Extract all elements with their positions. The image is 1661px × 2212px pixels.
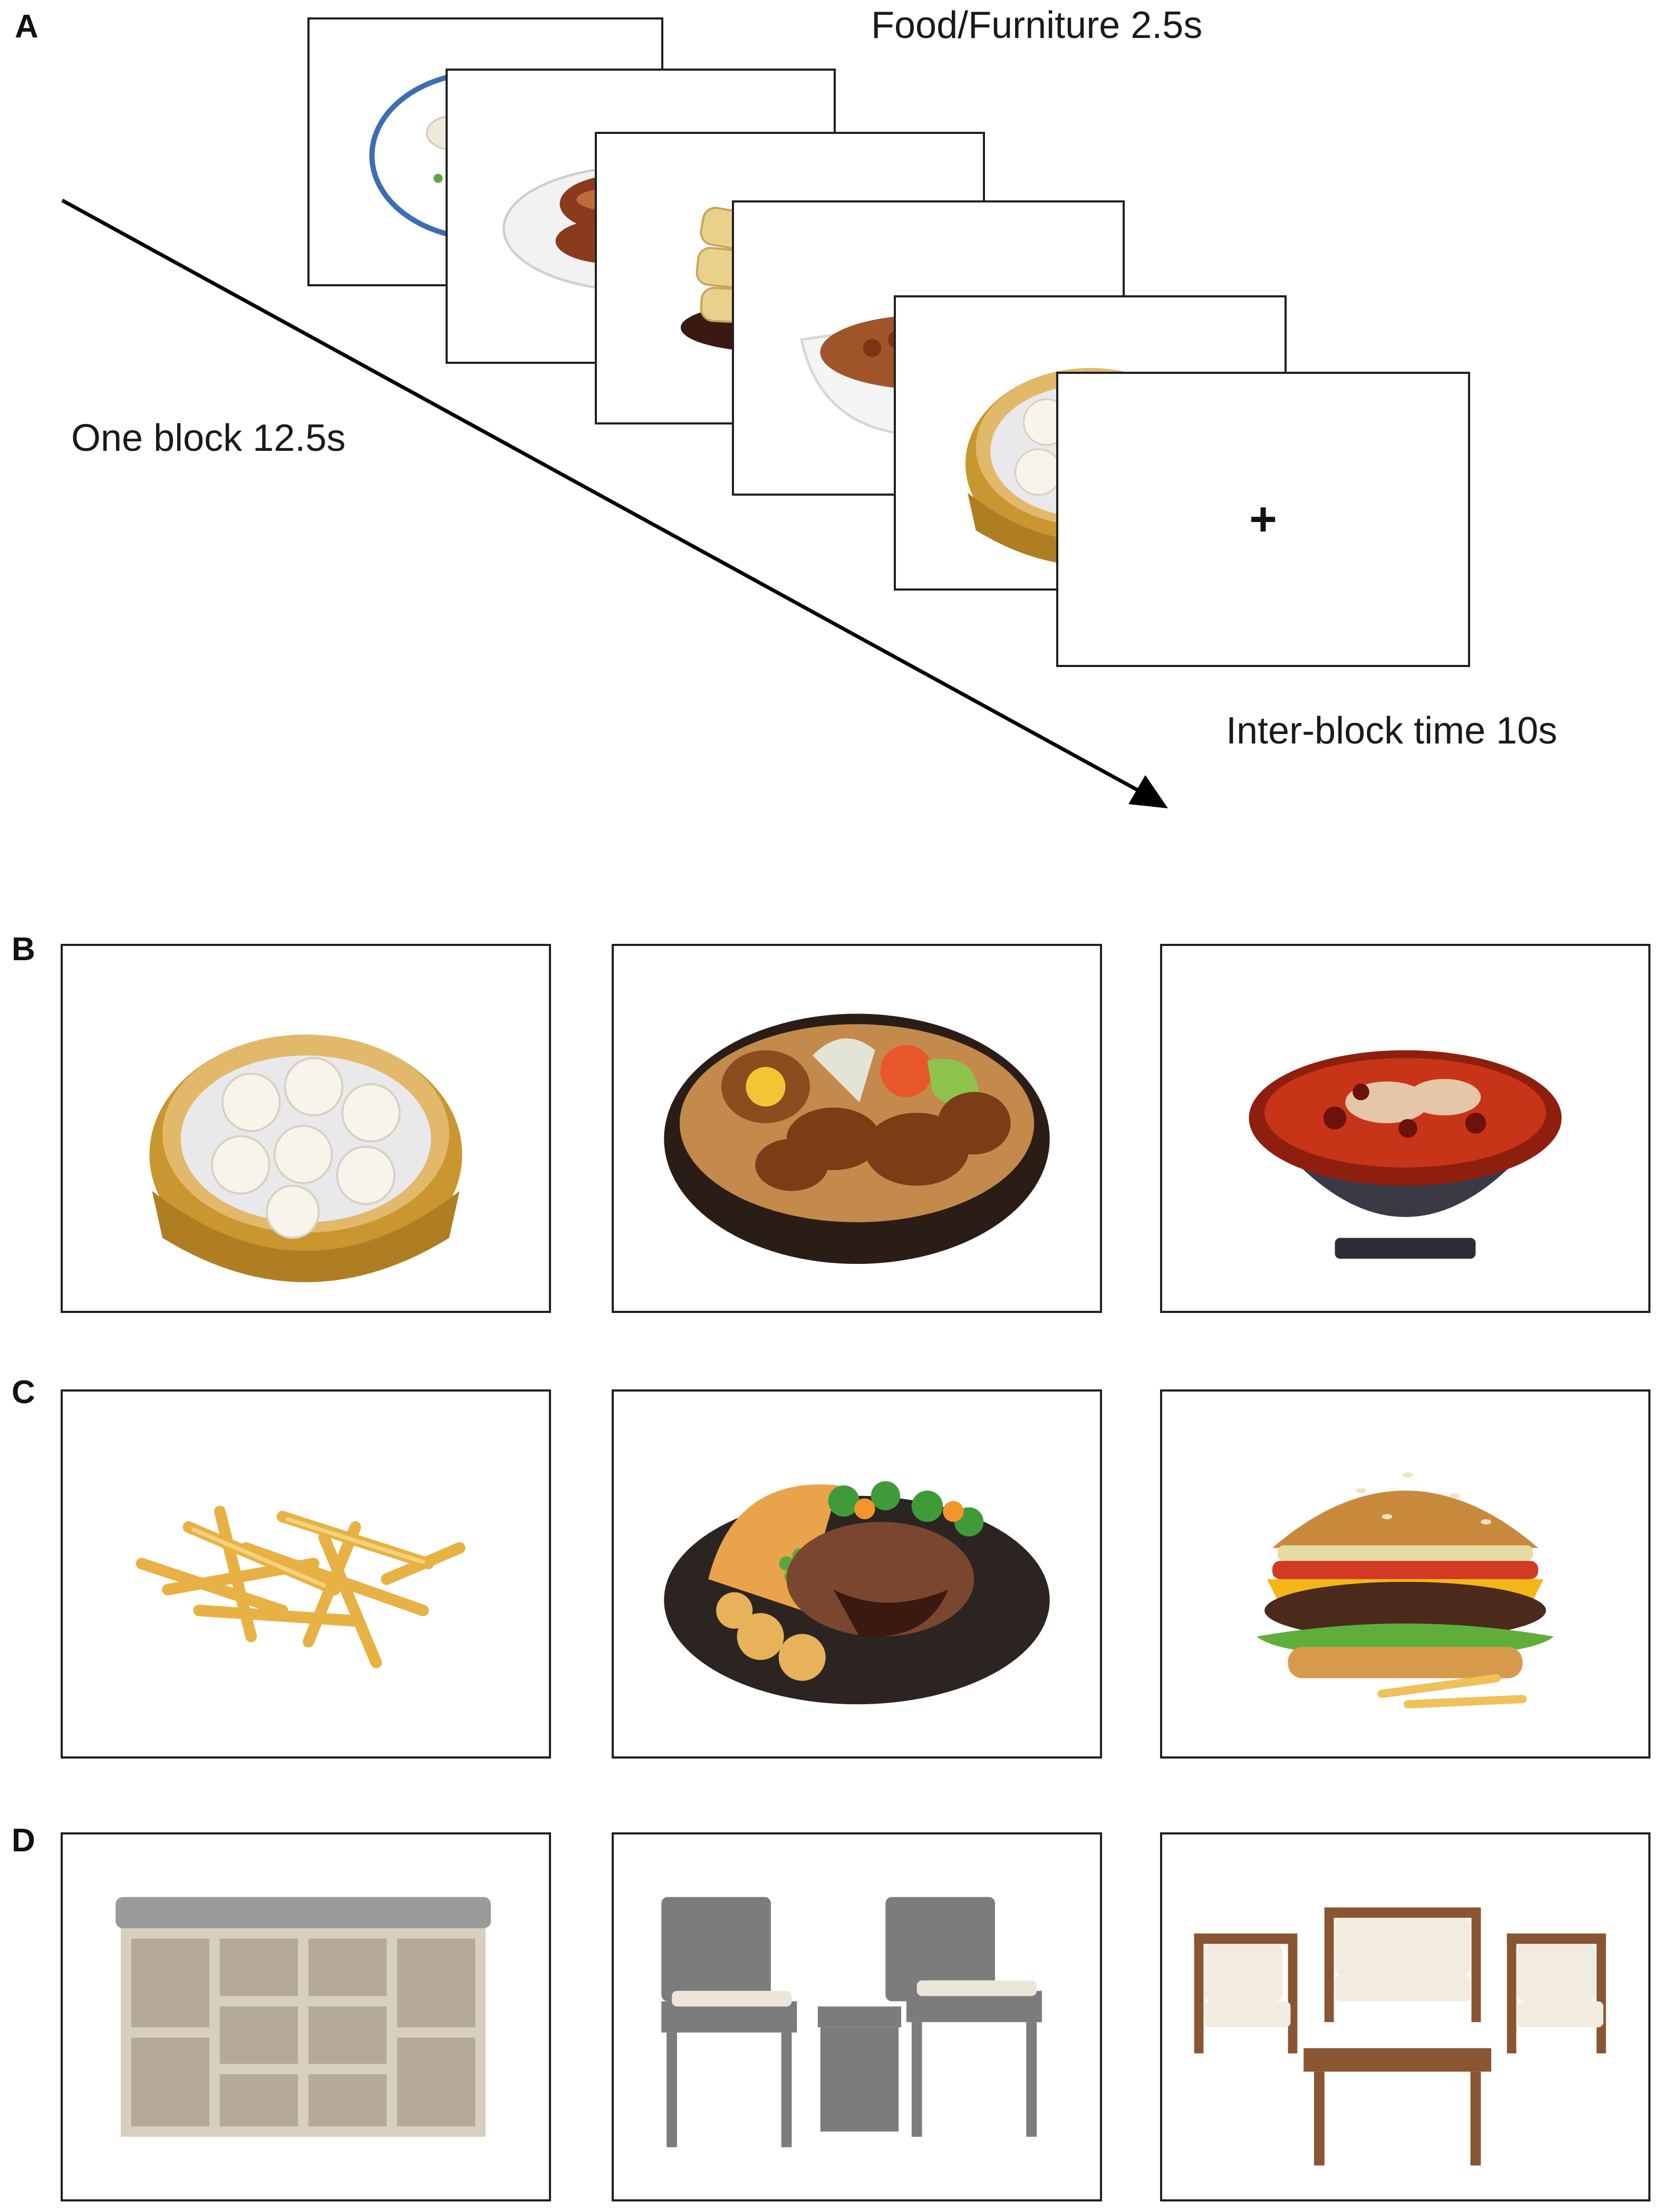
fixation-frame: +: [1056, 372, 1470, 667]
french-fries-icon: [63, 1392, 549, 1756]
food-image-c1: [61, 1389, 551, 1759]
fixation-cross: +: [1249, 492, 1277, 546]
food-image-c3: [1160, 1389, 1650, 1759]
block-duration-label: One block 12.5s: [71, 417, 346, 459]
panel-label-c: C: [12, 1374, 35, 1411]
furniture-image-d1: [61, 1832, 551, 2201]
shoe-bench-cabinet-icon: [63, 1834, 549, 2199]
panel-label-b: B: [12, 931, 35, 968]
cheeseburger-icon: [1162, 1392, 1648, 1756]
food-image-b1: [61, 944, 551, 1313]
rattan-chairs-set-icon: [614, 1834, 1100, 2199]
panel-label-d: D: [12, 1822, 35, 1859]
stimulus-duration-label: Food/Furniture 2.5s: [871, 4, 1203, 46]
interblock-duration-label: Inter-block time 10s: [1226, 710, 1558, 752]
spicy-fish-bowl-icon: [1162, 946, 1648, 1311]
furniture-image-d3: [1160, 1832, 1650, 2201]
panel-label-a: A: [15, 8, 38, 45]
patio-sofa-set-icon: [1162, 1834, 1648, 2199]
braised-pork-rice-bowl-icon: [614, 946, 1100, 1311]
food-image-b2: [612, 944, 1102, 1313]
food-image-c2: [612, 1389, 1102, 1759]
food-image-b3: [1160, 944, 1650, 1313]
roast-dinner-plate-icon: [614, 1392, 1100, 1756]
dumpling-steamer-icon: [63, 946, 549, 1311]
furniture-image-d2: [612, 1832, 1102, 2201]
